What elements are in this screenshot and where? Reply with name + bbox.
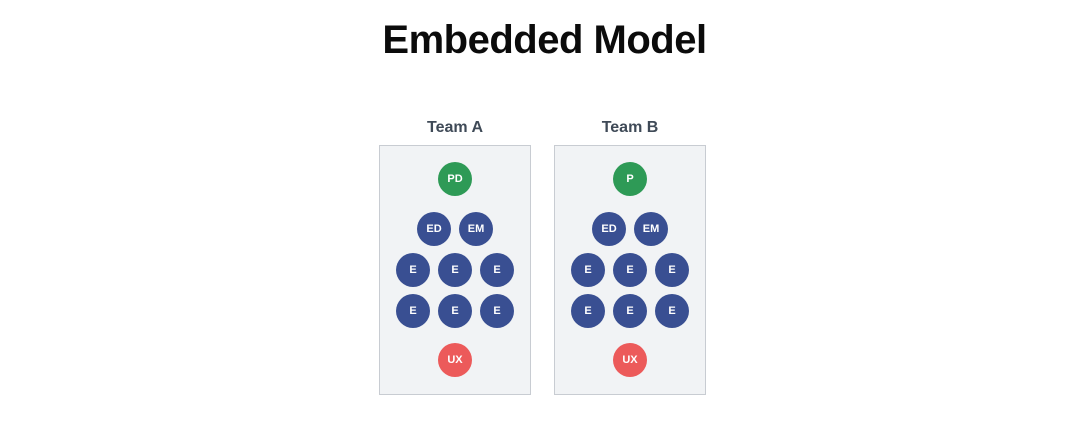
team-a: Team A PD ED EM E E E E E E UX <box>379 116 531 395</box>
team-b-engineering-director: ED <box>592 212 626 246</box>
team-b-lead-row: P <box>555 162 705 196</box>
team-a-design-row: UX <box>380 343 530 377</box>
team-b-engineers-row-1: E E E <box>555 253 705 287</box>
team-a-management-row: ED EM <box>380 212 530 246</box>
team-b-design-row: UX <box>555 343 705 377</box>
team-a-engineering-manager: EM <box>459 212 493 246</box>
page-title: Embedded Model <box>382 18 707 62</box>
team-a-engineer: E <box>396 253 430 287</box>
team-b-engineer: E <box>613 294 647 328</box>
team-a-box: PD ED EM E E E E E E UX <box>379 145 531 395</box>
team-a-engineering-director: ED <box>417 212 451 246</box>
team-a-engineer: E <box>438 294 472 328</box>
team-b-box: P ED EM E E E E E E UX <box>554 145 706 395</box>
team-b-engineers-row-2: E E E <box>555 294 705 328</box>
team-b-label: Team B <box>601 119 659 136</box>
team-b-ux-designer: UX <box>613 343 647 377</box>
team-b-management-row: ED EM <box>555 212 705 246</box>
team-b-engineering-manager: EM <box>634 212 668 246</box>
team-a-ux-designer: UX <box>438 343 472 377</box>
team-b: Team B P ED EM E E E E E E UX <box>554 116 706 395</box>
team-b-engineer: E <box>655 294 689 328</box>
team-b-engineer: E <box>571 294 605 328</box>
team-a-label: Team A <box>426 119 483 136</box>
team-a-engineer: E <box>480 294 514 328</box>
team-a-product-lead: PD <box>438 162 472 196</box>
team-a-engineers-row-1: E E E <box>380 253 530 287</box>
team-b-engineer: E <box>655 253 689 287</box>
team-b-engineer: E <box>571 253 605 287</box>
team-b-product-lead: P <box>613 162 647 196</box>
team-a-engineers-row-2: E E E <box>380 294 530 328</box>
team-a-engineer: E <box>396 294 430 328</box>
team-a-engineer: E <box>438 253 472 287</box>
team-a-lead-row: PD <box>380 162 530 196</box>
team-b-engineer: E <box>613 253 647 287</box>
team-a-engineer: E <box>480 253 514 287</box>
